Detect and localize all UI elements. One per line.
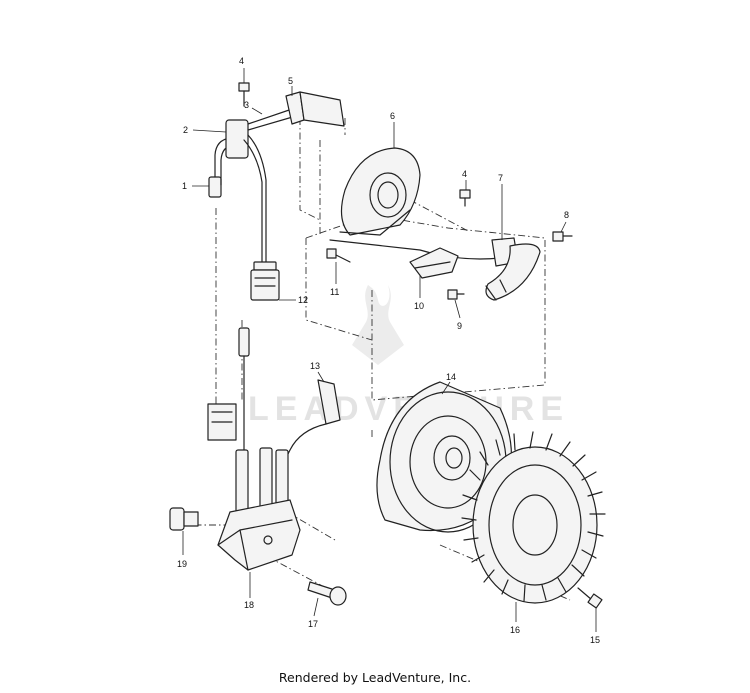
screws xyxy=(326,231,573,300)
spark-plug-cap xyxy=(284,379,341,461)
callout-9: 9 xyxy=(457,321,462,331)
callout-10: 10 xyxy=(414,301,424,311)
callout-1: 1 xyxy=(182,181,187,191)
callout-15: 15 xyxy=(590,635,600,645)
callout-7: 7 xyxy=(498,173,503,183)
callout-16: 16 xyxy=(510,625,520,635)
callout-4b: 4 xyxy=(462,169,467,179)
watermark-logo-icon xyxy=(352,285,404,365)
footer-credit: Rendered by LeadVenture, Inc. xyxy=(278,670,472,685)
callout-4a: 4 xyxy=(239,56,244,66)
long-bolt xyxy=(307,581,347,606)
callout-8: 8 xyxy=(564,210,569,220)
callout-18: 18 xyxy=(244,600,254,610)
callout-2: 2 xyxy=(183,125,188,135)
cooling-fan xyxy=(461,431,606,604)
callout-14: 14 xyxy=(446,372,456,382)
coil-bolt xyxy=(169,507,199,531)
bolts-4 xyxy=(238,82,471,207)
stator-coil xyxy=(329,237,541,301)
callout-13: 13 xyxy=(310,361,320,371)
callout-3: 3 xyxy=(244,100,249,110)
callout-11: 11 xyxy=(330,287,339,297)
callout-19: 19 xyxy=(177,559,187,569)
stator-plate xyxy=(339,147,421,236)
callout-5: 5 xyxy=(288,76,293,86)
wire-harness xyxy=(208,91,345,301)
leader-lines xyxy=(182,68,597,632)
callout-17: 17 xyxy=(308,619,318,629)
callout-12: 12 xyxy=(298,295,308,305)
callouts: 1 2 3 4 5 6 4 7 8 11 10 9 12 13 14 19 18… xyxy=(177,56,600,645)
callout-6: 6 xyxy=(390,111,395,121)
fan-bolt xyxy=(577,587,603,609)
ignition-coil xyxy=(217,447,301,571)
ignition-lead xyxy=(207,327,250,461)
